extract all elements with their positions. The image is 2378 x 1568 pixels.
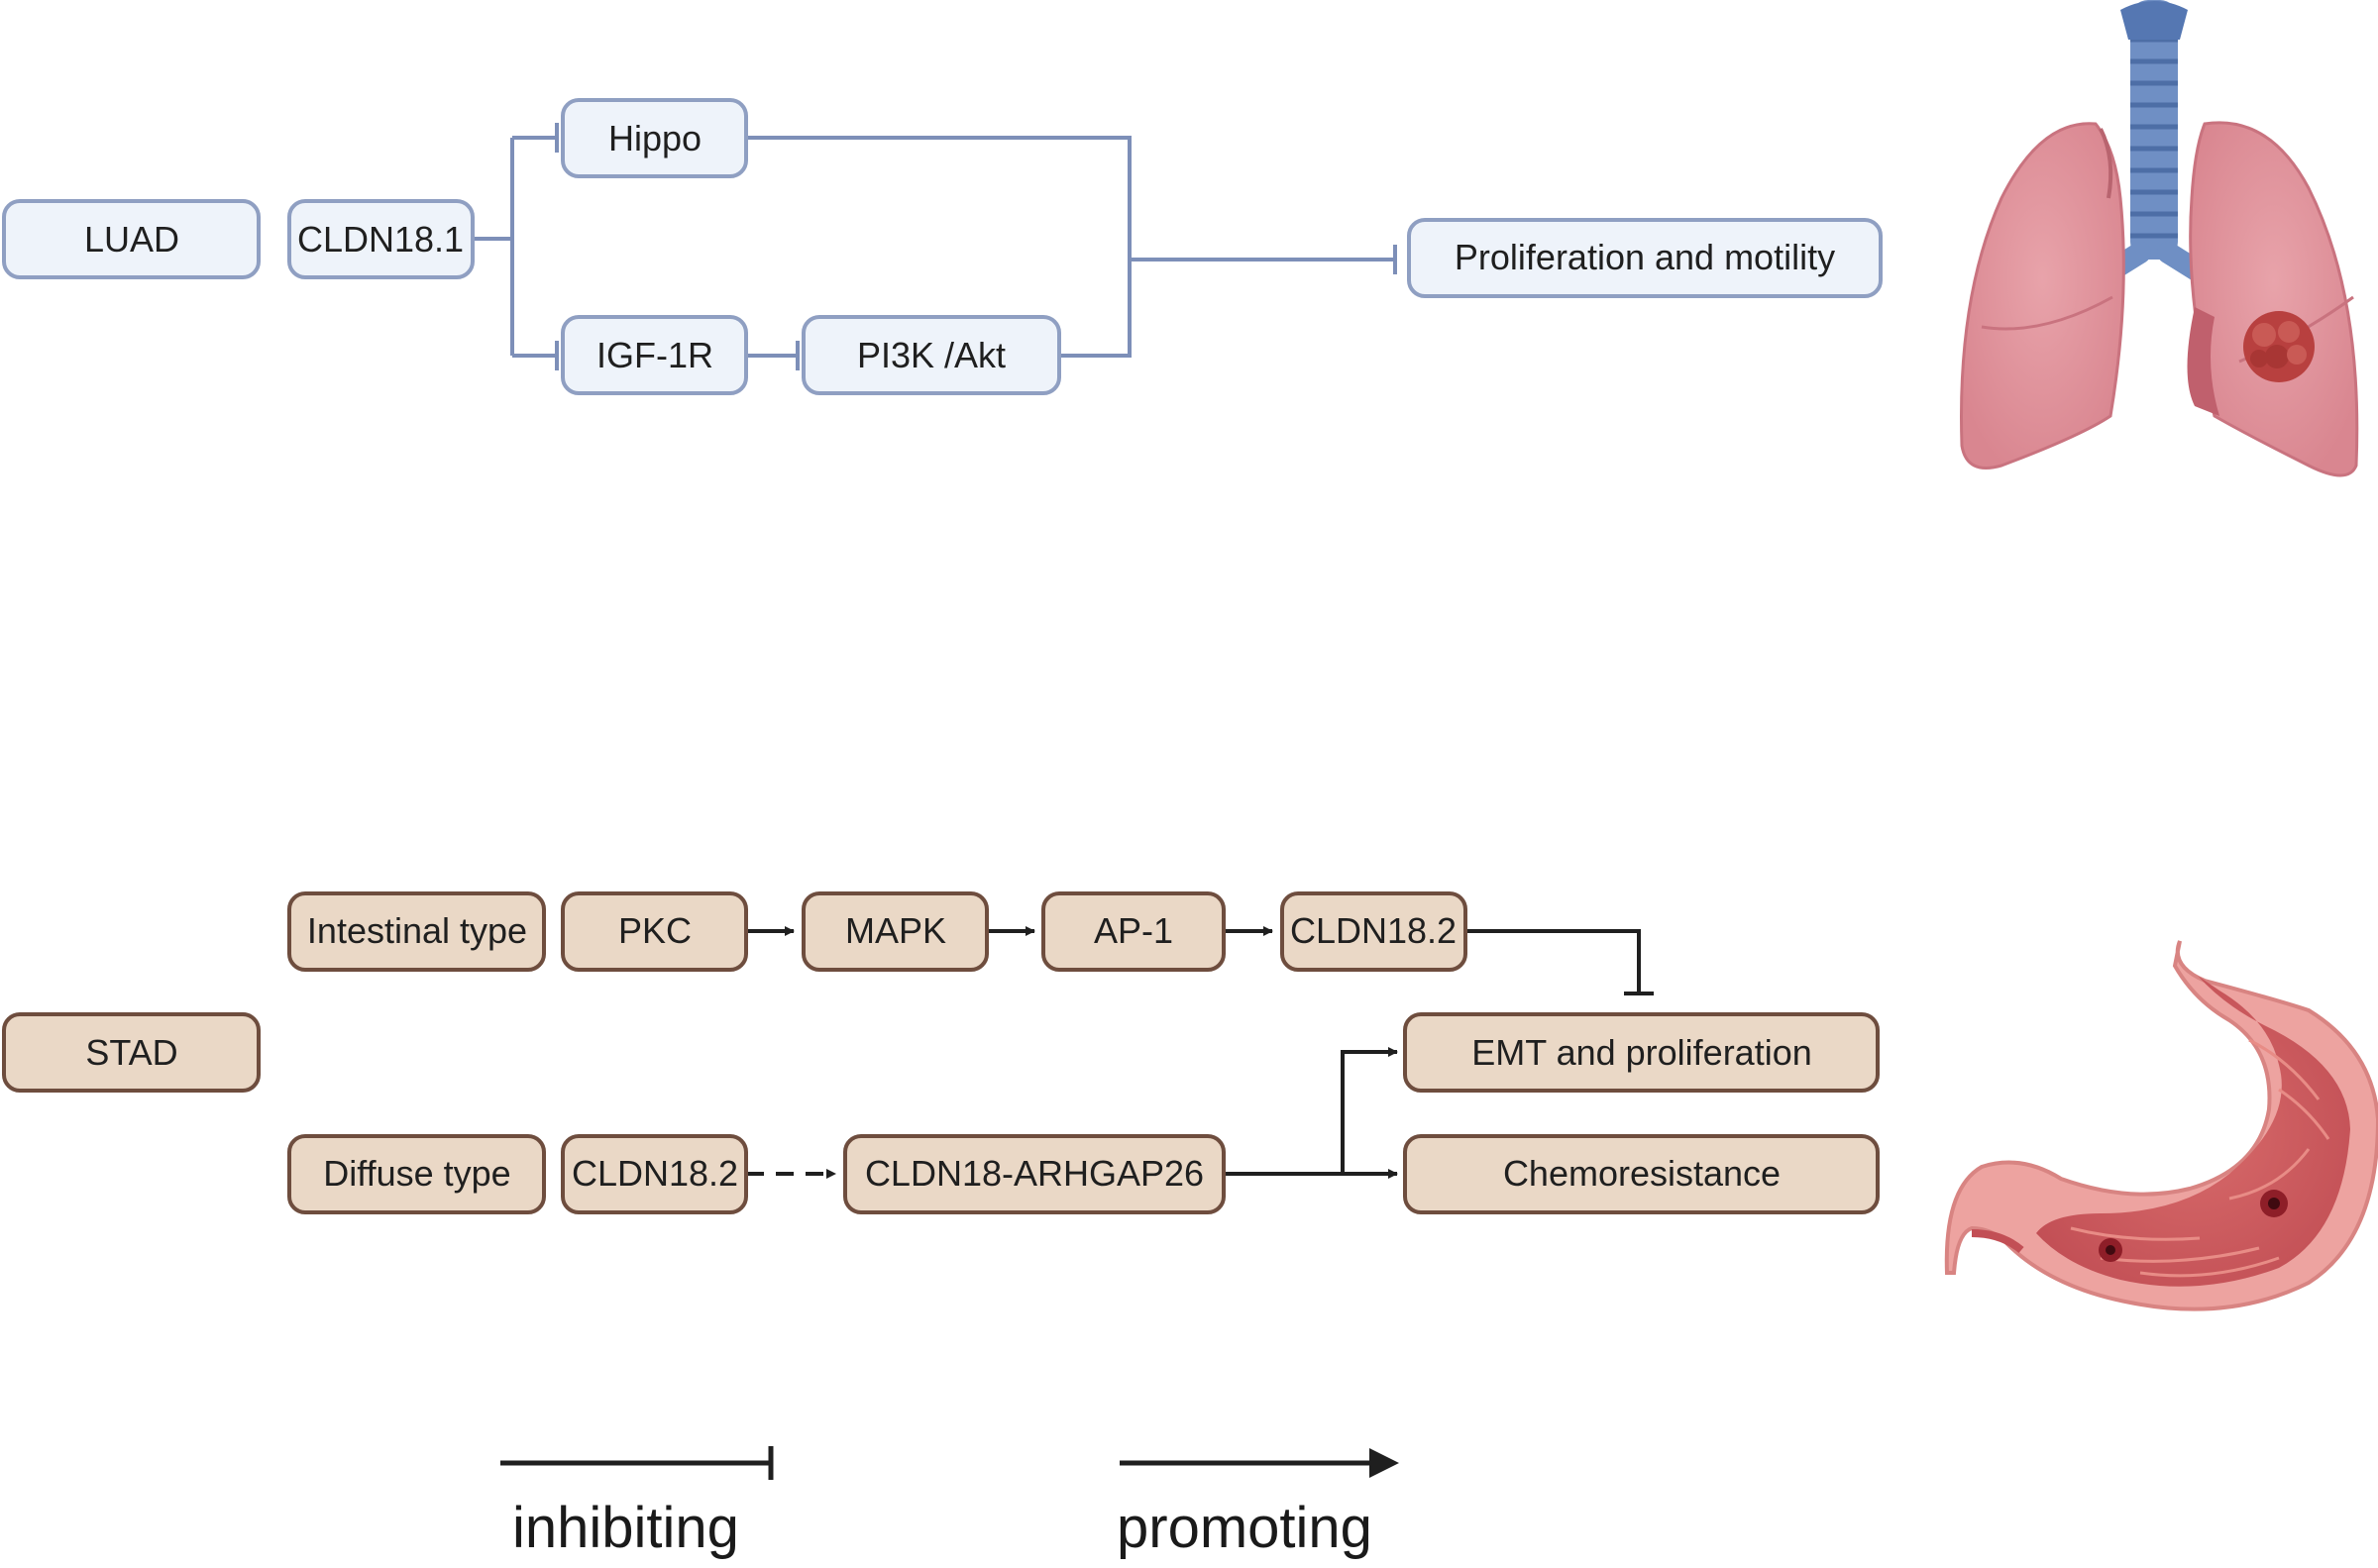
node-emt-proliferation: EMT and proliferation [1403,1012,1880,1093]
promoting-label: promoting [1117,1496,1372,1560]
fusion-to-emt-arrow [1341,1047,1398,1174]
node-mapk: MAPK [802,891,989,972]
emt-proliferation-label: EMT and proliferation [1471,1032,1812,1073]
legend-promoting: promoting [1117,1448,1399,1560]
node-hippo: Hippo [561,98,748,178]
luad-label: LUAD [84,219,179,260]
legend: inhibiting promoting [500,1446,1399,1560]
cldn181-label: CLDN18.1 [297,219,464,260]
inhibit-emt-line [1465,929,1641,993]
proliferation-motility-label: Proliferation and motility [1455,237,1835,277]
legend-inhibiting: inhibiting [500,1446,774,1560]
tumor-icon [2243,311,2315,382]
stad-connectors [746,926,1654,1179]
intestinal-type-label: Intestinal type [307,910,527,951]
pi3k-akt-label: PI3K /Akt [857,335,1006,375]
node-cldn18-1: CLDN18.1 [287,199,475,279]
node-ap1: AP-1 [1041,891,1226,972]
node-proliferation-motility: Proliferation and motility [1407,218,1883,298]
chemoresistance-label: Chemoresistance [1503,1153,1781,1194]
ulcer-icon [2099,1190,2288,1262]
pkc-label: PKC [618,910,692,951]
fusion-label: CLDN18-ARHGAP26 [865,1153,1204,1194]
node-intestinal-type: Intestinal type [287,891,546,972]
ap1-label: AP-1 [1094,910,1173,951]
merge-line [746,136,1132,358]
stad-section: STAD Intestinal type PKC MAPK AP-1 CLDN1… [2,891,1880,1214]
stomach-with-ulcer-icon [1944,940,2378,1311]
node-stad: STAD [2,1012,261,1093]
cldn182-bottom-label: CLDN18.2 [572,1153,738,1194]
diffuse-type-label: Diffuse type [323,1153,510,1194]
inhibiting-label: inhibiting [512,1496,739,1560]
stad-label: STAD [85,1032,177,1073]
node-cldn18-arhgap26: CLDN18-ARHGAP26 [843,1134,1226,1214]
node-diffuse-type: Diffuse type [287,1134,546,1214]
luad-section: LUAD CLDN18.1 Hippo IGF-1R PI3K /Akt Pro… [2,98,1883,395]
cldn182-top-label: CLDN18.2 [1290,910,1457,951]
node-luad: LUAD [2,199,261,279]
mapk-label: MAPK [845,910,946,951]
node-pi3k-akt: PI3K /Akt [802,315,1061,395]
luad-connectors [473,123,1397,370]
node-pkc: PKC [561,891,748,972]
node-chemoresistance: Chemoresistance [1403,1134,1880,1214]
node-cldn18-2-intestinal: CLDN18.2 [1280,891,1467,972]
node-igf1r: IGF-1R [561,315,748,395]
lung-with-tumor-icon [1960,0,2359,477]
igf1r-label: IGF-1R [596,335,713,375]
node-cldn18-2-diffuse: CLDN18.2 [561,1134,748,1214]
hippo-label: Hippo [608,118,702,158]
promote-symbol-arrowhead [1369,1448,1399,1478]
